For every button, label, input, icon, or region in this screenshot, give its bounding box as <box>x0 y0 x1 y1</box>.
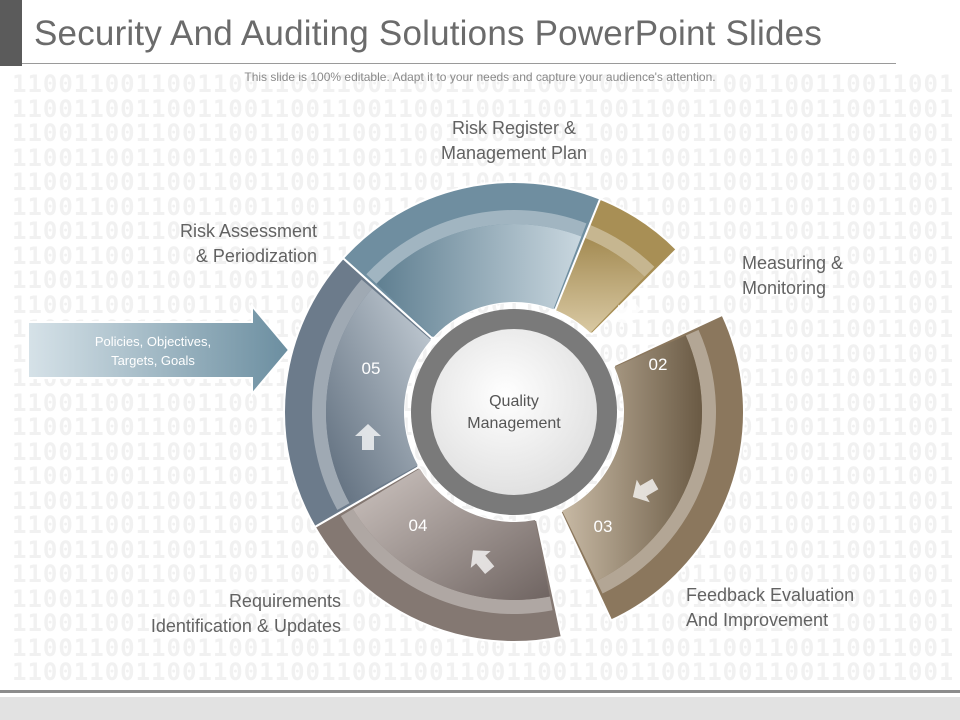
segment-01-label-line2: Management Plan <box>440 143 588 163</box>
segment-01-label: Risk Register & Management Plan <box>414 116 614 166</box>
segment-02-body <box>562 335 702 581</box>
segment-03-highlight <box>340 508 553 614</box>
center-label-line1: Quality <box>489 393 539 410</box>
center-disc <box>431 329 597 495</box>
segment-03-body <box>352 468 550 600</box>
segment-04-label: Requirements Identification & Updates <box>100 589 341 639</box>
center-label-line2: Management <box>467 415 561 432</box>
segment-05-highlight <box>366 210 587 284</box>
segment-02-arrow-icon <box>617 300 642 325</box>
segment-02: 02 <box>559 300 745 622</box>
segment-03-arrow-icon <box>632 478 659 503</box>
title-accent-bar <box>0 0 22 66</box>
segment-02-label: Measuring & Monitoring <box>742 251 843 301</box>
segment-03-label-line2: And Improvement <box>686 610 829 630</box>
segment-05-arrow-icon <box>355 424 381 450</box>
segment-04-body <box>326 288 431 504</box>
segment-05-label-line2: & Periodization <box>195 246 317 266</box>
input-arrow: Policies, Objectives, Targets, Goals <box>27 303 291 397</box>
slide-subtitle: This slide is 100% editable. Adapt it to… <box>244 70 716 84</box>
segment-05-label: Risk Assessment & Periodization <box>117 219 317 269</box>
segment-05-label-line1: Risk Assessment <box>179 221 317 241</box>
segment-05-body <box>376 223 582 337</box>
segment-03: 03 <box>313 465 659 643</box>
segment-05: 05 <box>341 181 602 450</box>
title-divider <box>22 63 896 64</box>
segment-03-label: Feedback Evaluation And Improvement <box>686 583 854 633</box>
segment-04-highlight <box>311 279 373 510</box>
segment-02-label-line2: Monitoring <box>742 278 827 298</box>
segment-01-label-line1: Risk Register & <box>451 118 577 138</box>
slide-title: Security And Auditing Solutions PowerPoi… <box>34 14 823 53</box>
bottom-rule <box>0 690 960 693</box>
segment-04-number: 04 <box>409 516 428 535</box>
segment-03-label-line1: Feedback Evaluation <box>686 585 855 605</box>
bottom-band <box>0 697 960 720</box>
segment-05-number: 05 <box>362 359 381 378</box>
segment-02-highlight <box>596 329 716 594</box>
segment-04-label-line2: Identification & Updates <box>150 616 341 636</box>
segment-03-number: 03 <box>594 517 613 536</box>
segment-04-arrow-icon <box>470 550 495 575</box>
input-arrow-line2: Targets, Goals <box>111 353 195 368</box>
segment-02-number: 02 <box>649 355 668 374</box>
segment-04-label-line1: Requirements <box>228 591 341 611</box>
segment-02-label-line1: Measuring & <box>742 253 844 273</box>
input-arrow-line1: Policies, Objectives, <box>95 334 211 349</box>
segment-04: 04 <box>283 256 495 575</box>
